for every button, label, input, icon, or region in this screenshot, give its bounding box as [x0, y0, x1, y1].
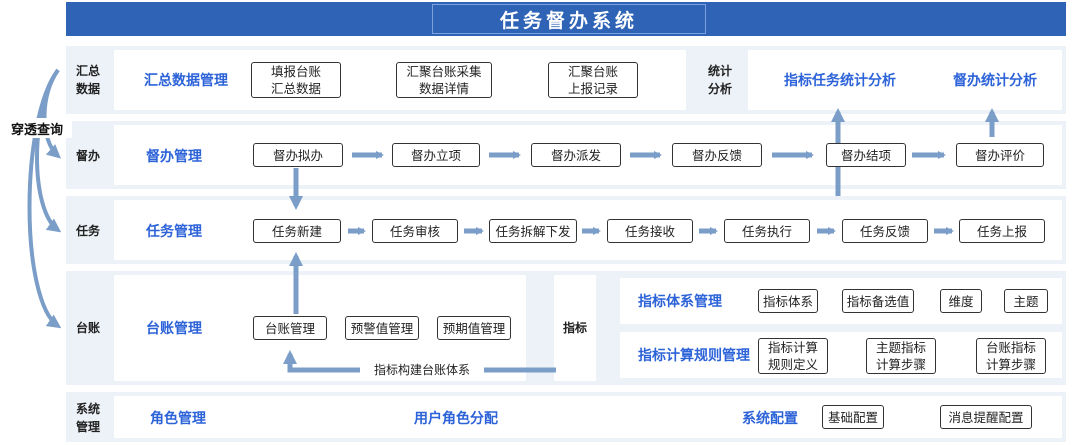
- ledger-link-label: 指标构建台账体系: [360, 360, 484, 378]
- system-config-title: 系统配置: [742, 411, 798, 427]
- indicator-label: 指标: [562, 321, 587, 335]
- row-label-supervise: 督办: [75, 149, 100, 163]
- indicator-calc-item-topic-steps[interactable]: 主题指标 计算步骤: [866, 338, 936, 374]
- summary-mgmt-title: 汇总数据管理: [144, 73, 228, 89]
- supervise-step-feedback[interactable]: 督办反馈: [672, 143, 762, 167]
- task-step-execute[interactable]: 任务执行: [724, 219, 810, 243]
- system-user-role-assign[interactable]: 用户角色分配: [414, 411, 498, 427]
- supervise-step-close[interactable]: 督办结项: [826, 143, 906, 167]
- stats-supervise[interactable]: 督办统计分析: [953, 73, 1037, 89]
- penetrate-query-label: 穿透查询: [2, 118, 72, 138]
- system-config-basic[interactable]: 基础配置: [822, 405, 884, 429]
- summary-item-fill-ledger[interactable]: 填报台账 汇总数据: [251, 62, 341, 98]
- penetrate-arrow-supervise: [42, 68, 61, 159]
- task-step-receive[interactable]: 任务接收: [607, 219, 693, 243]
- indicator-calc-title: 指标计算规则管理: [638, 348, 750, 364]
- ledger-mgmt-title: 台账管理: [146, 321, 202, 337]
- row-label-ledger: 台账: [75, 321, 100, 335]
- system-panel: [114, 396, 1062, 438]
- supervise-step-register[interactable]: 督办立项: [392, 143, 480, 167]
- task-mgmt-title: 任务管理: [146, 224, 202, 240]
- ledger-item-expected[interactable]: 预期值管理: [437, 316, 511, 340]
- row-label-summary: 汇总 数据: [75, 64, 100, 96]
- ledger-item-ledger[interactable]: 台账管理: [253, 316, 327, 340]
- indicator-system-item-candidates[interactable]: 指标备选值: [842, 289, 914, 313]
- task-step-review[interactable]: 任务审核: [372, 219, 458, 243]
- task-step-split-dispatch[interactable]: 任务拆解下发: [489, 219, 577, 243]
- indicator-calc-item-ledger-steps[interactable]: 台账指标 计算步骤: [976, 338, 1046, 374]
- supervise-step-dispatch[interactable]: 督办派发: [531, 143, 621, 167]
- indicator-calc-item-rule-def[interactable]: 指标计算 规则定义: [758, 338, 828, 374]
- stats-indicator-task[interactable]: 指标任务统计分析: [784, 73, 896, 89]
- indicator-label-panel: [554, 275, 596, 381]
- system-role-mgmt[interactable]: 角色管理: [150, 411, 206, 427]
- indicator-system-item-system[interactable]: 指标体系: [758, 289, 818, 313]
- system-config-message[interactable]: 消息提醒配置: [940, 405, 1032, 429]
- summary-item-collect-detail[interactable]: 汇聚台账采集 数据详情: [396, 62, 492, 98]
- task-step-feedback[interactable]: 任务反馈: [842, 219, 928, 243]
- indicator-system-item-dimension[interactable]: 维度: [940, 289, 982, 313]
- title-bar: [66, 2, 1066, 36]
- summary-item-report-record[interactable]: 汇聚台账 上报记录: [548, 62, 638, 98]
- indicator-system-title: 指标体系管理: [638, 294, 722, 310]
- task-step-report[interactable]: 任务上报: [959, 219, 1045, 243]
- indicator-system-panel: [620, 278, 1062, 324]
- row-label-task: 任务: [75, 224, 100, 238]
- indicator-system-item-topic[interactable]: 主题: [1004, 289, 1048, 313]
- task-step-create[interactable]: 任务新建: [253, 219, 341, 243]
- page-title: 任务督办系统: [432, 4, 706, 34]
- ledger-item-warning[interactable]: 预警值管理: [345, 316, 419, 340]
- supervise-step-draft[interactable]: 督办拟办: [253, 143, 343, 167]
- stats-label: 统计 分析: [707, 64, 732, 96]
- supervise-mgmt-title: 督办管理: [146, 149, 202, 165]
- supervise-step-evaluate[interactable]: 督办评价: [956, 143, 1044, 167]
- stats-panel: [748, 50, 1062, 110]
- row-label-system: 系统 管理: [75, 402, 100, 434]
